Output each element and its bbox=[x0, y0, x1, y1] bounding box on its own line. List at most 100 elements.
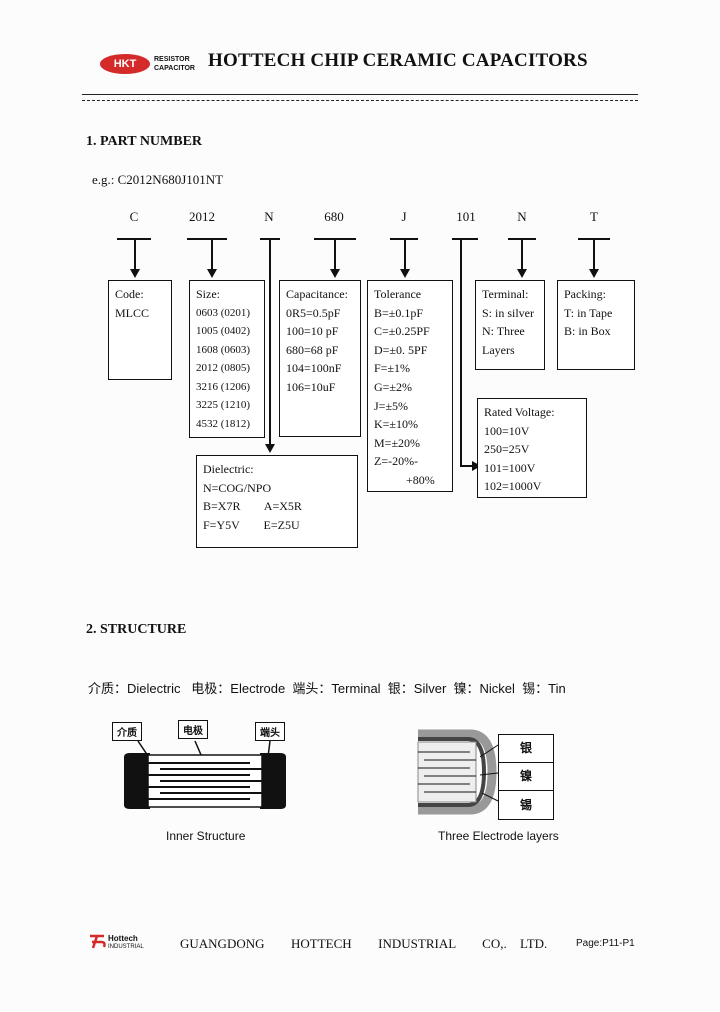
code-bar bbox=[314, 238, 356, 240]
inner-structure-caption: Inner Structure bbox=[166, 829, 246, 843]
tolerance-box-line: J=±5% bbox=[374, 398, 409, 413]
code-bar bbox=[508, 238, 536, 240]
rated-voltage-box-line: 101=100V bbox=[484, 460, 536, 475]
capacitance-box-line: 0R5=0.5pF bbox=[286, 305, 341, 320]
terminal-box-title: Terminal: bbox=[482, 287, 529, 301]
dielectric-box-line: B=X7R A=X5R bbox=[203, 499, 302, 513]
arrow-line bbox=[593, 240, 595, 270]
tolerance-box-line: M=±20% bbox=[374, 435, 421, 450]
layer-labels-box: 银 镍 锡 bbox=[498, 734, 554, 820]
arrow-down-icon bbox=[265, 444, 275, 453]
code-box: Code: MLCC bbox=[108, 280, 172, 380]
arrow-down-icon bbox=[130, 269, 140, 278]
electrode-layers-diagram bbox=[417, 729, 497, 815]
code-bar bbox=[578, 238, 610, 240]
size-box-line: 3225 (1210) bbox=[196, 399, 251, 411]
tolerance-box-line: G=±2% bbox=[374, 379, 413, 394]
packing-box-title: Packing: bbox=[564, 287, 606, 301]
size-box-line: 2012 (0805) bbox=[196, 362, 251, 374]
arrow-down-icon bbox=[589, 269, 599, 278]
tolerance-box-line: C=±0.25PF bbox=[374, 324, 430, 339]
rated-voltage-box-line: 102=1000V bbox=[484, 479, 542, 493]
capacitance-box-line: 100=10 pF bbox=[286, 324, 339, 338]
arrow-line bbox=[521, 240, 523, 270]
size-box-line: 0603 (0201) bbox=[196, 306, 251, 319]
document-title: HOTTECH CHIP CERAMIC CAPACITORS bbox=[208, 50, 588, 71]
size-box-line: 4532 (1812) bbox=[196, 417, 251, 430]
code-box-line: MLCC bbox=[115, 305, 150, 320]
header-rule bbox=[82, 94, 638, 95]
code-bar bbox=[260, 238, 280, 240]
tolerance-box-title: Tolerance bbox=[374, 287, 422, 301]
packing-box-line: B: in Box bbox=[564, 324, 611, 338]
code-packing: T bbox=[590, 209, 598, 224]
tolerance-box-line: K=±10% bbox=[374, 417, 419, 432]
footer-company: GUANGDONG HOTTECH INDUSTRIAL CO,. LTD. bbox=[180, 936, 548, 951]
part-number-example: e.g.: C2012N680J101NT bbox=[92, 172, 224, 187]
logo-text: RESISTOR CAPACITOR bbox=[154, 55, 195, 73]
size-box-line: 1608 (0603) bbox=[196, 343, 251, 356]
arrow-down-icon bbox=[517, 269, 527, 278]
packing-box: Packing: T: in Tape B: in Box bbox=[557, 280, 635, 370]
logo-text-line1: RESISTOR bbox=[154, 56, 190, 63]
tolerance-box-line: Z=-20%- bbox=[374, 454, 419, 469]
tolerance-box: Tolerance B=±0.1pF C=±0.25PF D=±0. 5PF F… bbox=[367, 280, 453, 492]
code-capacitance: 680 bbox=[324, 209, 344, 224]
size-box-line: 1005 (0402) bbox=[196, 325, 251, 337]
footer-logo-line2: INDUSTRIAL bbox=[108, 944, 144, 950]
capacitance-box-line: 680=68 pF bbox=[286, 342, 339, 357]
dielectric-box-title: Dielectric: bbox=[203, 462, 254, 476]
electrode-layers-caption: Three Electrode layers bbox=[438, 829, 559, 843]
code-box-title: Code: bbox=[115, 287, 144, 301]
packing-box-line: T: in Tape bbox=[564, 305, 613, 320]
tolerance-box-line: +80% bbox=[406, 472, 435, 487]
terminal-box-line: N: Three bbox=[482, 324, 525, 338]
tolerance-box-line: B=±0.1pF bbox=[374, 305, 424, 320]
hkt-logo: HKT bbox=[100, 54, 150, 74]
size-box-title: Size: bbox=[196, 287, 220, 301]
page-number: Page:P11-P1 bbox=[576, 938, 635, 949]
code-bar bbox=[117, 238, 151, 240]
code-voltage: 101 bbox=[456, 209, 476, 224]
tolerance-box-line: F=±1% bbox=[374, 361, 411, 376]
code-tolerance: J bbox=[401, 209, 407, 224]
terminal-box-line: Layers bbox=[482, 342, 515, 357]
arrow-down-icon bbox=[207, 269, 217, 278]
layer-silver-label: 银 bbox=[499, 735, 553, 763]
rated-voltage-box: Rated Voltage: 100=10V 250=25V 101=100V … bbox=[477, 398, 587, 498]
code-bar bbox=[390, 238, 418, 240]
section-heading-structure: 2. STRUCTURE bbox=[86, 622, 187, 637]
label-dielectric: 介质 bbox=[112, 722, 142, 741]
arrow-line bbox=[334, 240, 336, 270]
capacitance-box: Capacitance: 0R5=0.5pF 100=10 pF 680=68 … bbox=[279, 280, 361, 437]
arrow-line bbox=[404, 240, 406, 270]
capacitance-box-title: Capacitance: bbox=[286, 287, 348, 301]
logo-text-line2: CAPACITOR bbox=[154, 65, 195, 72]
arrow-right-icon bbox=[472, 461, 481, 471]
footer-logo-text: Hottech INDUSTRIAL bbox=[108, 935, 144, 951]
arrow-line-voltage bbox=[460, 240, 462, 466]
capacitance-box-line: 104=100nF bbox=[286, 361, 342, 375]
arrow-line bbox=[134, 240, 136, 270]
tolerance-box-line: D=±0. 5PF bbox=[374, 342, 428, 357]
code-c: C bbox=[129, 209, 139, 224]
code-bar bbox=[452, 238, 478, 240]
capacitance-box-line: 106=10uF bbox=[286, 379, 336, 394]
rated-voltage-box-title: Rated Voltage: bbox=[484, 405, 555, 419]
header-dashed-rule bbox=[82, 100, 638, 101]
code-dielectric: N bbox=[264, 209, 274, 224]
arrow-line bbox=[211, 240, 213, 270]
layer-pointer-lines bbox=[480, 744, 499, 802]
label-terminal: 端头 bbox=[255, 722, 285, 741]
dielectric-box-line: F=Y5V E=Z5U bbox=[203, 517, 300, 532]
footer-logo-line1: Hottech bbox=[108, 934, 138, 943]
code-size: 2012 bbox=[189, 209, 215, 224]
structure-legend: 介质：Dielectric 电极：Electrode 端头：Terminal 银… bbox=[88, 681, 566, 696]
dielectric-box: Dielectric: N=COG/NPO B=X7R A=X5R F=Y5V … bbox=[196, 455, 358, 548]
rated-voltage-box-line: 100=10V bbox=[484, 423, 530, 438]
section-heading-part-number: 1. PART NUMBER bbox=[86, 134, 203, 149]
code-bar bbox=[187, 238, 227, 240]
size-box-line: 3216 (1206) bbox=[196, 380, 251, 393]
terminal-box: Terminal: S: in silver N: Three Layers bbox=[475, 280, 545, 370]
size-box: Size: 0603 (0201) 1005 (0402) 1608 (0603… bbox=[189, 280, 265, 438]
